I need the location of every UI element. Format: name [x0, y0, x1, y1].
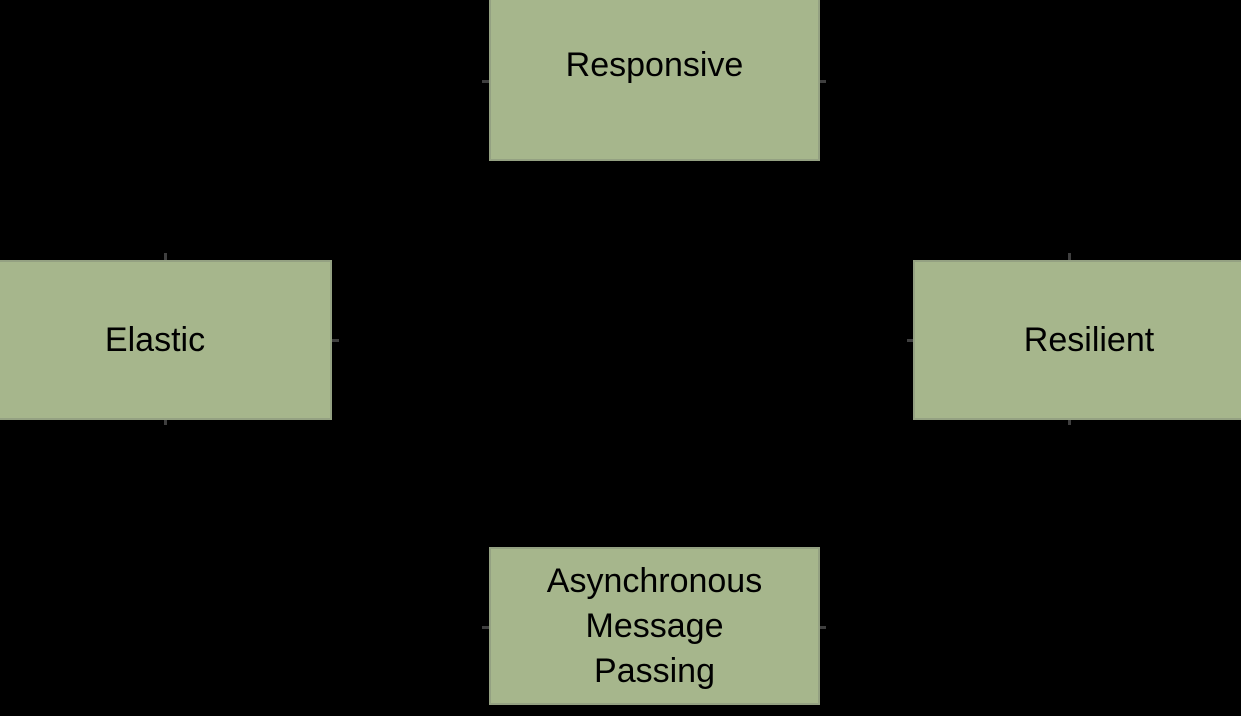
node-asynchronous-message-passing[interactable]: Asynchronous Message Passing: [489, 547, 820, 705]
node-elastic-label: Elastic: [104, 320, 206, 359]
node-elastic[interactable]: Elastic: [0, 260, 332, 420]
node-resilient-label: Resilient: [1023, 320, 1155, 359]
connector-stub-responsive-right: [819, 80, 826, 83]
connector-stub-elastic-right: [332, 339, 339, 342]
connector-stub-async-right: [819, 626, 826, 629]
connector-stub-resilient-top: [1068, 253, 1071, 260]
connector-stub-elastic-top: [164, 253, 167, 260]
connector-stub-responsive-left: [482, 80, 489, 83]
connector-stub-async-left: [482, 626, 489, 629]
node-asynchronous-message-passing-label: Asynchronous Message Passing: [546, 561, 763, 690]
node-responsive-label: Responsive: [565, 46, 744, 84]
node-resilient[interactable]: Resilient: [913, 260, 1241, 420]
connector-stub-elastic-bottom: [164, 418, 167, 425]
node-responsive[interactable]: Responsive: [489, 0, 820, 161]
connector-stub-resilient-left: [907, 339, 914, 342]
connector-stub-resilient-bottom: [1068, 418, 1071, 425]
